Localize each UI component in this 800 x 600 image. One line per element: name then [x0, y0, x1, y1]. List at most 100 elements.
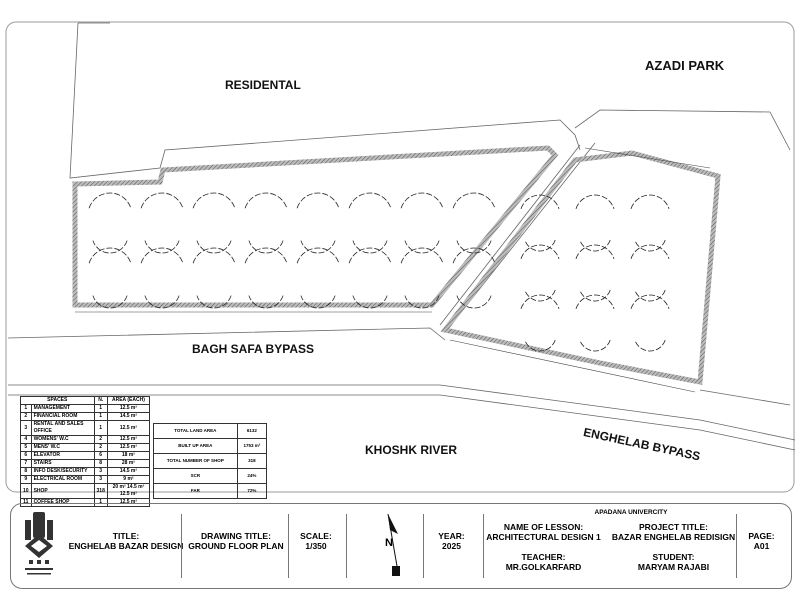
student-cell: STUDENT: MARYAM RAJABI [611, 552, 736, 572]
scale-value: 1/350 [305, 541, 327, 551]
label-azadi-park: AZADI PARK [645, 58, 725, 73]
page-cell: PAGE: A01 [739, 531, 784, 551]
shop-arc [524, 289, 556, 302]
shop-arc [634, 289, 666, 302]
shop-arc [400, 247, 444, 264]
shop-arc [524, 339, 556, 352]
divider [736, 514, 737, 578]
col-area: AREA (EACH) [106, 396, 151, 405]
divider [483, 514, 484, 578]
teacher-cell: TEACHER: MR.GOLKARFARD [481, 552, 606, 572]
title-value: ENGHELAB BAZAR DESIGN [68, 541, 184, 551]
page-label: PAGE: [748, 531, 775, 541]
cell-n: 318 [93, 483, 108, 499]
summary-value: 318 [236, 453, 268, 469]
shop-arc [575, 194, 615, 209]
shop-arc [88, 247, 132, 264]
shop-arc [404, 295, 440, 309]
summary-value: 24% [236, 468, 268, 484]
student-value: MARYAM RAJABI [637, 562, 710, 572]
shop-arc [348, 192, 392, 209]
teacher-value: MR.GOLKARFARD [505, 562, 582, 572]
title-label: TITLE: [112, 531, 140, 541]
shop-arc [244, 247, 288, 264]
shop-arc [248, 240, 284, 254]
shop-arc [456, 240, 492, 254]
lesson-cell: NAME OF LESSON: ARCHITECTURAL DESIGN 1 [481, 522, 606, 542]
shop-arc [579, 339, 611, 352]
scale-cell: SCALE: 1/350 [291, 531, 341, 551]
cell-space: ELEVATOR [30, 451, 95, 460]
teacher-label: TEACHER: [521, 552, 566, 562]
cell-space: MENS' W.C [30, 443, 95, 452]
shop-arc [144, 295, 180, 309]
north-label: N [385, 537, 393, 549]
project-title-cell: PROJECT TITLE: BAZAR ENGHELAB REDISIGN [611, 522, 736, 542]
cell-idx: 3 [20, 420, 32, 436]
shop-arc [196, 295, 232, 309]
university-logo [25, 512, 53, 575]
cell-space: RENTAL AND SALES OFFICE [30, 420, 95, 436]
shop-arc [300, 295, 336, 309]
site-west-wall [72, 145, 559, 308]
year-label: YEAR: [438, 531, 465, 541]
cell-area: 14.5 m² [106, 467, 151, 476]
shop-arc [140, 192, 184, 209]
cell-n: 1 [93, 420, 108, 436]
shop-arc [630, 294, 670, 309]
page-value: A01 [753, 541, 770, 551]
cell-n: 6 [93, 451, 108, 460]
shop-arc [352, 240, 388, 254]
divider [288, 514, 289, 578]
roads [7, 22, 796, 451]
lesson-label: NAME OF LESSON: [503, 522, 584, 532]
shop-arc [192, 247, 236, 264]
cell-idx: 7 [20, 459, 32, 468]
summary-label: TOTAL LAND AREA [153, 423, 238, 439]
shop-arc [88, 192, 132, 209]
title-block: TITLE: ENGHELAB BAZAR DESIGN DRAWING TIT… [10, 503, 792, 589]
shop-arc [192, 192, 236, 209]
cell-area: 9 m² [106, 475, 151, 484]
shop-arc [452, 247, 496, 264]
shop-arc [300, 240, 336, 254]
cell-idx: 1 [20, 404, 32, 413]
summary-label: SCR [153, 468, 238, 484]
shop-arc [140, 247, 184, 264]
shop-arc [400, 192, 444, 209]
shop-arc [404, 240, 440, 254]
cell-area: 12.5 m² [106, 443, 151, 452]
shop-arc [524, 239, 556, 252]
shop-arc [575, 294, 615, 309]
divider [346, 514, 347, 578]
project-title-value: BAZAR ENGHELAB REDISIGN [611, 532, 736, 542]
drawing-title-label: DRAWING TITLE: [201, 531, 271, 541]
cell-space: STAIRS [30, 459, 95, 468]
lesson-value: ARCHITECTURAL DESIGN 1 [486, 532, 601, 542]
title-cell: TITLE: ENGHELAB BAZAR DESIGN [66, 531, 186, 551]
cell-n: 2 [93, 443, 108, 452]
university-name: APADANA UNIVERCITY [594, 509, 668, 516]
shop-arc [296, 192, 340, 209]
summary-value: 1753 m² [236, 438, 268, 454]
year-cell: YEAR: 2025 [429, 531, 474, 551]
shop-arc [520, 294, 560, 309]
cell-n: 8 [93, 459, 108, 468]
site-east-wall [440, 150, 721, 385]
cell-area: 12.5 m² [106, 498, 151, 507]
cell-idx: 4 [20, 435, 32, 444]
cell-area: 12.5 m² [106, 420, 151, 436]
cell-n: 3 [93, 475, 108, 484]
label-residental: RESIDENTAL [225, 78, 301, 92]
